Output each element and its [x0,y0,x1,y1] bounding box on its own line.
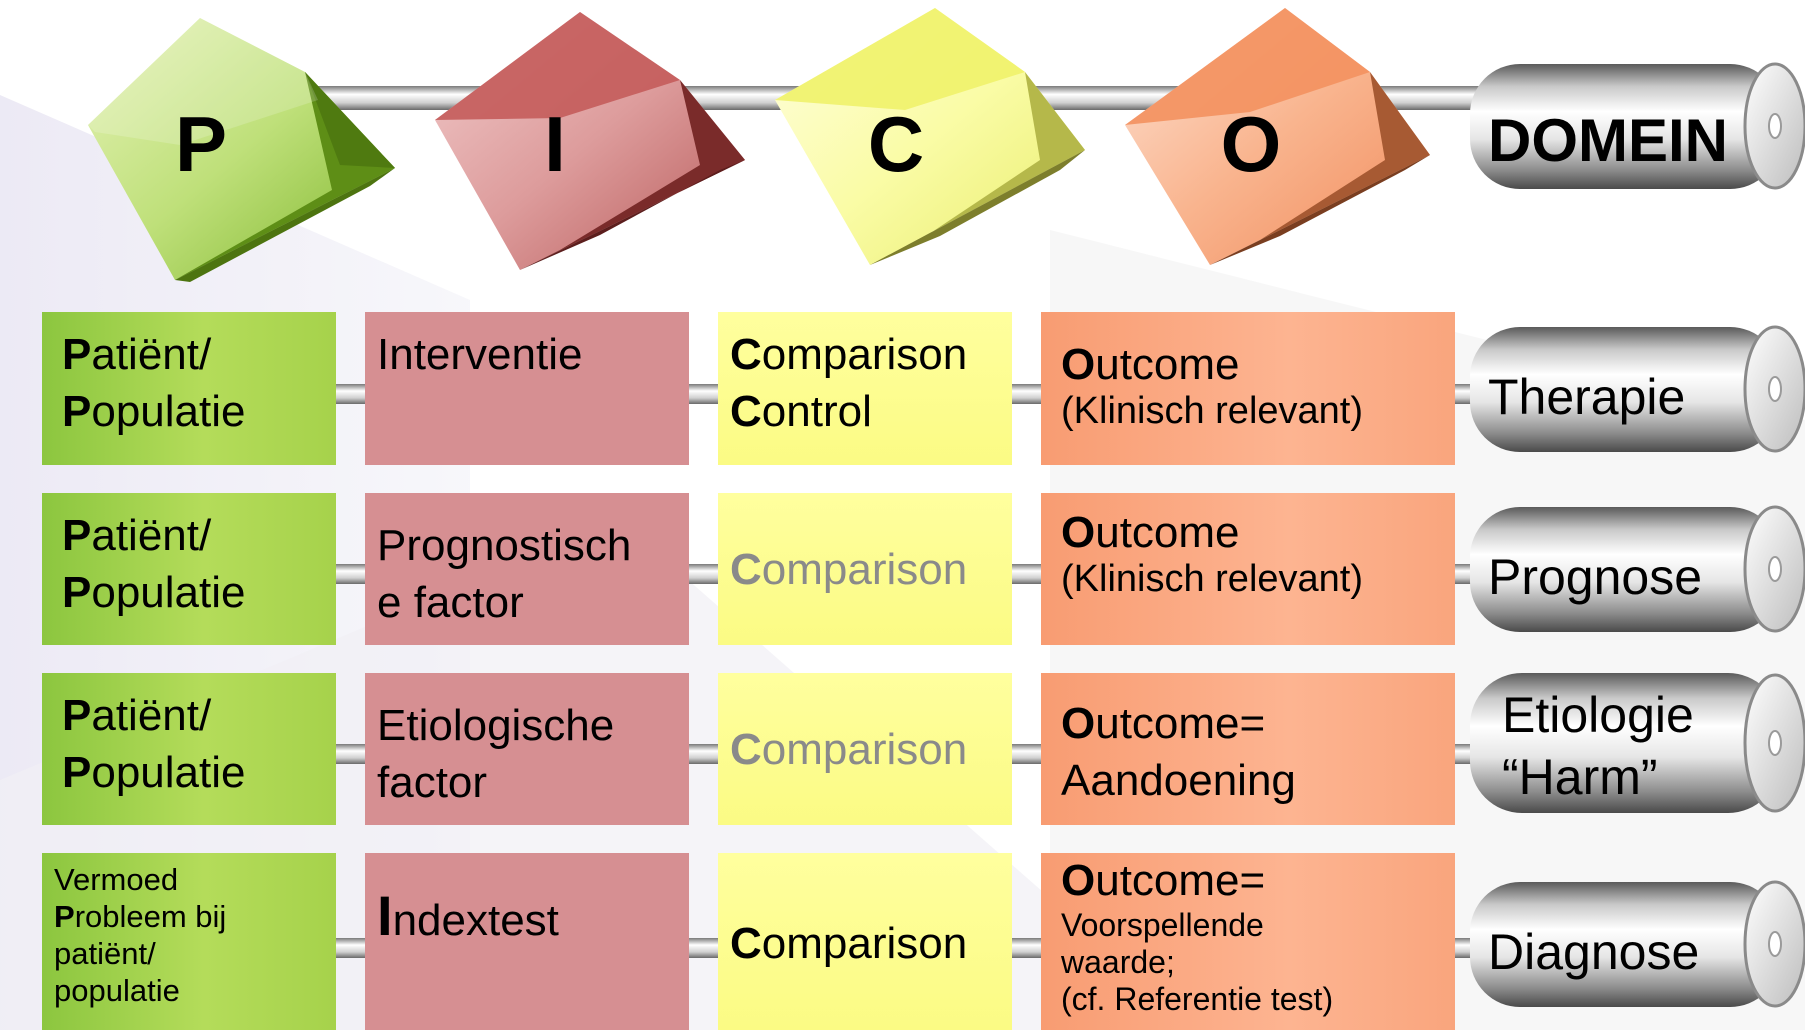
row1-patient-cell: Patiënt/ Populatie [42,312,336,465]
domain-etiologie: Etiologie “Harm” [1502,687,1694,805]
domain-therapie: Therapie [1488,369,1686,425]
row4-comparison-cell: Comparison [718,853,1012,1030]
row2-comparison-cell: Comparison [718,493,1012,645]
row3-patient-cell: Patiënt/ Populatie [42,673,336,825]
row4-outcome-cell: Outcome= Voorspellende waarde; (cf. Refe… [1041,853,1455,1030]
row3-outcome-cell: Outcome= Aandoening [1041,673,1455,825]
row2-patient-cell: Patiënt/ Populatie [42,493,336,645]
row1-comparison-cell: Comparison Control [718,312,1012,465]
row3-intervention-cell: Etiologische factor [365,673,689,825]
o-cube-label: O [1220,100,1282,188]
row1-outcome-cell: Outcome (Klinisch relevant) [1041,312,1455,465]
row3-comparison-cell: Comparison [718,673,1012,825]
domain-diagnose: Diagnose [1488,924,1700,980]
row2-outcome-cell: Outcome (Klinisch relevant) [1041,493,1455,645]
row4-intervention-cell: Indextest [365,853,689,1030]
row4-patient-cell: Vermoed Probleem bij patiënt/ populatie [42,853,336,1030]
row1-intervention-cell: Interventie [365,312,689,465]
domain-prognose: Prognose [1488,549,1703,605]
c-cube-label: C [867,100,925,188]
p-cube-label: P [174,100,228,188]
i-cube-label: I [544,100,566,188]
domain-header-label: DOMEIN [1488,107,1728,174]
row2-intervention-cell: Prognostisch e factor [365,493,689,645]
